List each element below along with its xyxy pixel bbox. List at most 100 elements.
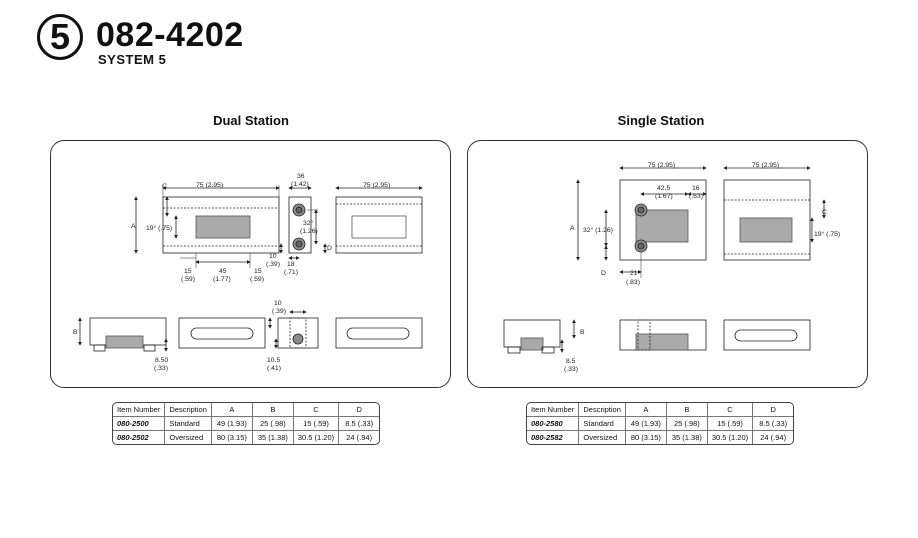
- dual-10-inch: (.39): [266, 261, 280, 268]
- description: Oversized: [579, 431, 626, 444]
- value-a: 80 (3.15): [626, 431, 667, 444]
- value-c: 30.5 (1.20): [294, 431, 340, 444]
- single-top-shaded-area: [635, 209, 689, 243]
- col-d: D: [753, 403, 794, 417]
- part-number-title: 082-4202: [96, 16, 244, 54]
- dual-slot-view-2: [335, 317, 423, 349]
- description: Standard: [165, 417, 212, 431]
- item-number: 080-2500: [113, 417, 166, 431]
- table-header-row: Item Number Description A B C D: [527, 403, 794, 417]
- single-angle32-label: 32° (1.26): [583, 226, 613, 234]
- table-row: 080-2502 Oversized 80 (3.15) 35 (1.38) 3…: [113, 431, 379, 444]
- single-top-view: [576, 166, 707, 278]
- dual-station-title: Dual Station: [213, 113, 289, 128]
- dual-d-label: D: [327, 245, 332, 252]
- single-station-title: Single Station: [617, 113, 705, 128]
- dual-front-view: [78, 317, 168, 352]
- dual-angle32-inch: (1.26): [300, 228, 318, 235]
- col-description: Description: [165, 403, 212, 417]
- col-c: C: [293, 403, 340, 417]
- dual-width-top: 75 (2.95): [196, 182, 223, 189]
- value-b: 35 (1.38): [253, 431, 294, 444]
- dual-side-view: [279, 186, 327, 260]
- table-header-row: Item Number Description A B C D: [113, 403, 380, 417]
- dual-18-inch: (.71): [284, 269, 298, 276]
- value-d: 24 (.94): [346, 433, 373, 442]
- dual-10-label: 10: [269, 253, 277, 260]
- col-description: Description: [579, 403, 626, 417]
- single-holes: [634, 203, 648, 253]
- dual-width-right: 75 (2.95): [363, 182, 390, 189]
- value-a: 80 (3.15): [212, 431, 253, 444]
- value-d: 8.5 (.33): [753, 417, 794, 431]
- dual-850-label: 8.50: [155, 357, 168, 364]
- value-a: 49 (1.93): [625, 417, 667, 431]
- dual-36-label: 36: [297, 173, 305, 180]
- dual-105-label: 10.5: [267, 357, 280, 364]
- dual-36-inch: (1.42): [291, 181, 309, 188]
- dual-slot-view: [178, 317, 266, 349]
- single-width-top: 75 (2.95): [648, 162, 675, 169]
- single-425-label: 42.5: [657, 185, 670, 192]
- value-b: 25 (.98): [252, 417, 294, 431]
- dual-10b-inch: (.39): [272, 308, 286, 315]
- single-a-label: A: [570, 225, 575, 232]
- col-b: B: [252, 403, 294, 417]
- item-number: 080-2580: [527, 417, 580, 431]
- badge-number: 5: [49, 16, 71, 57]
- value-d: 24 (.94): [760, 433, 787, 442]
- value-c: 15 (.59): [293, 417, 340, 431]
- single-d-label: D: [601, 270, 606, 277]
- single-c-label: C: [822, 209, 827, 216]
- dual-18-label: 18: [287, 261, 295, 268]
- system-badge: 5: [37, 14, 83, 60]
- dual-end-view: [268, 310, 319, 349]
- item-number: 080-2582: [527, 431, 580, 444]
- col-item-number: Item Number: [527, 403, 580, 417]
- dual-right-view: [335, 186, 423, 254]
- dual-45-label: 45: [219, 268, 227, 275]
- single-end-view: [619, 319, 707, 351]
- single-slot-view: [723, 319, 811, 351]
- dual-angle19-label: 19° (.75): [146, 224, 172, 232]
- single-b-label: B: [580, 329, 585, 336]
- single-right-view: [723, 166, 826, 261]
- dual-spec-table: Item Number Description A B C D 080-2500…: [112, 402, 381, 445]
- dual-top-shaded-area: [195, 215, 251, 239]
- description: Oversized: [165, 431, 212, 444]
- col-item-number: Item Number: [113, 403, 166, 417]
- dual-top-view: [134, 185, 280, 268]
- description: Standard: [579, 417, 626, 431]
- col-b: B: [666, 403, 708, 417]
- single-21-label: 21: [630, 270, 638, 277]
- dual-15a-label: 15: [184, 268, 192, 275]
- dual-45-inch: (1.77): [213, 276, 231, 283]
- single-85-label: 8.5: [566, 358, 576, 365]
- dual-850-inch: (.33): [154, 365, 168, 372]
- col-c: C: [707, 403, 754, 417]
- dual-15b-label: 15: [254, 268, 262, 275]
- dual-a-label: A: [131, 223, 136, 230]
- single-spec-table: Item Number Description A B C D 080-2580…: [526, 402, 795, 445]
- dual-15b-inch: (.59): [250, 276, 264, 283]
- dual-15a-inch: (.59): [181, 276, 195, 283]
- col-a: A: [625, 403, 667, 417]
- single-21-inch: (.83): [626, 279, 640, 286]
- dual-105-inch: (.41): [267, 365, 281, 372]
- single-angle19-label: 19° (.75): [814, 230, 840, 238]
- single-16-inch: (.63): [689, 193, 703, 200]
- item-number: 080-2502: [113, 431, 166, 444]
- system-subtitle: SYSTEM 5: [98, 52, 167, 67]
- value-b: 25 (.98): [666, 417, 708, 431]
- single-width-right: 75 (2.95): [752, 162, 779, 169]
- single-16-label: 16: [692, 185, 700, 192]
- dual-b-label: B: [73, 329, 78, 336]
- table-row: 080-2580 Standard 49 (1.93) 25 (.98) 15 …: [527, 417, 794, 431]
- value-c: 15 (.59): [707, 417, 754, 431]
- dual-angle32-label: 32°: [303, 219, 314, 227]
- single-front-view: [503, 319, 576, 354]
- value-a: 49 (1.93): [211, 417, 253, 431]
- single-425-inch: (1.67): [655, 193, 673, 200]
- table-row: 080-2582 Oversized 80 (3.15) 35 (1.38) 3…: [527, 431, 793, 444]
